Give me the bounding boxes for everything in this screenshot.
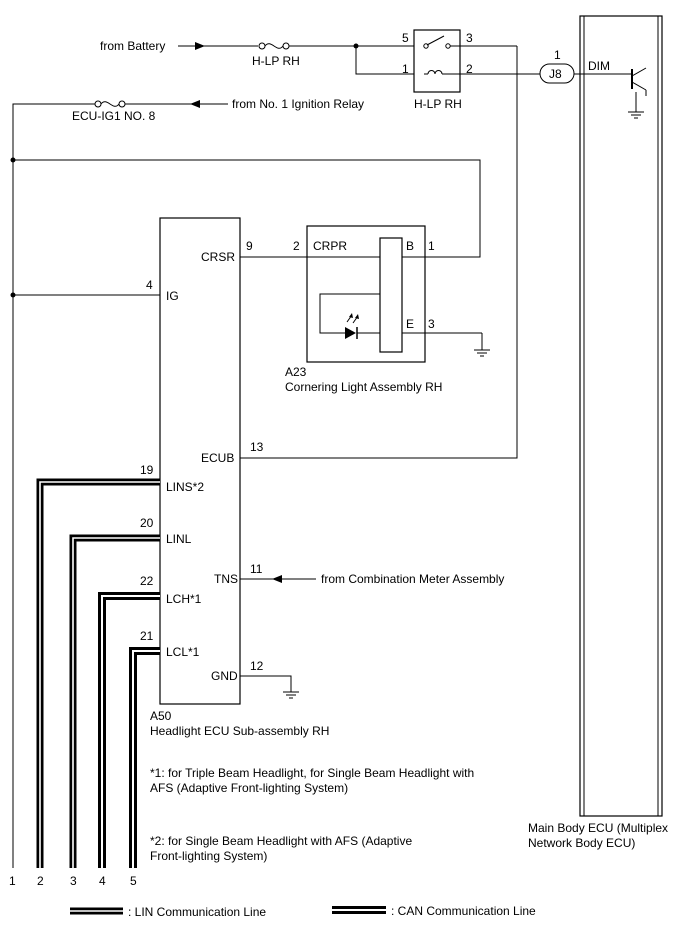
ground-icon	[283, 691, 299, 699]
dim-label: DIM	[588, 59, 610, 73]
bottom-number-2: 2	[37, 874, 44, 888]
relay-pin-3: 3	[466, 31, 473, 45]
pin-label-tns: TNS	[214, 572, 238, 586]
cornering-light-module	[379, 237, 403, 353]
transistor-icon	[631, 67, 647, 112]
crpr-label: CRPR	[313, 239, 347, 253]
junction-j8-label: J8	[549, 67, 562, 81]
led-icon	[345, 313, 380, 339]
relay-switch-icon	[423, 35, 451, 49]
pin-label-crsr: CRSR	[201, 250, 235, 264]
headlight-ecu-box	[159, 217, 241, 705]
e-label: E	[406, 317, 414, 331]
ground-icon	[474, 349, 490, 357]
from-ignition-relay-label: from No. 1 Ignition Relay	[232, 97, 364, 111]
pin-label-lins: LINS*2	[166, 480, 204, 494]
fuse-hlp-label: H-LP RH	[252, 54, 300, 68]
main-body-ecu-box	[579, 15, 663, 817]
pin-num-gnd: 12	[250, 659, 264, 673]
main-body-ecu-label-line2: Network Body ECU)	[528, 836, 635, 850]
legend-can-label: : CAN Communication Line	[391, 904, 536, 918]
fuse-icon	[94, 100, 126, 108]
relay-pin-1: 1	[402, 62, 409, 76]
fuse-ecu-ig1-label: ECU-IG1 NO. 8	[72, 109, 156, 123]
bottom-number-1: 1	[9, 874, 16, 888]
pin-num-ig: 4	[146, 278, 153, 292]
pin-num-ecub: 13	[250, 440, 264, 454]
from-combination-meter-label: from Combination Meter Assembly	[321, 572, 504, 586]
from-battery-label: from Battery	[100, 39, 165, 53]
pin-label-gnd: GND	[211, 669, 238, 683]
arrow-right-icon	[195, 42, 205, 50]
pin-label-lch: LCH*1	[166, 592, 202, 606]
pin-num-linl: 20	[140, 516, 154, 530]
relay-label: H-LP RH	[414, 97, 462, 111]
ecu-label-name: Headlight ECU Sub-assembly RH	[150, 724, 329, 738]
note-1-line2: AFS (Adaptive Front-lighting System)	[150, 781, 348, 795]
ecu-label-id: A50	[150, 709, 172, 723]
b-label: B	[406, 239, 414, 253]
pin-label-ig: IG	[166, 289, 179, 303]
note-2-line2: Front-lighting System)	[150, 849, 267, 863]
bottom-number-3: 3	[70, 874, 77, 888]
junction-j8-pin: 1	[554, 48, 561, 62]
relay-pin-2: 2	[466, 62, 473, 76]
arrow-left-icon	[272, 575, 282, 583]
cornering-light-name: Cornering Light Assembly RH	[285, 380, 442, 394]
pin-num-lch: 22	[140, 574, 154, 588]
relay-coil-icon	[424, 70, 460, 75]
bottom-number-5: 5	[130, 874, 137, 888]
legend-lin-label: : LIN Communication Line	[128, 905, 266, 919]
cornering-light-id: A23	[285, 365, 307, 379]
relay-box	[413, 29, 461, 93]
bottom-number-4: 4	[99, 874, 106, 888]
ground-icon	[628, 111, 644, 119]
pin-label-lcl: LCL*1	[166, 645, 200, 659]
b-pin: 1	[428, 239, 435, 253]
e-pin: 3	[428, 317, 435, 331]
pin-label-ecub: ECUB	[201, 451, 234, 465]
arrow-left-icon	[190, 100, 200, 108]
relay-pin-5: 5	[402, 31, 409, 45]
note-2-line1: *2: for Single Beam Headlight with AFS (…	[150, 834, 412, 848]
fuse-icon	[258, 42, 290, 50]
crpr-pin: 2	[293, 239, 300, 253]
main-body-ecu-label-line1: Main Body ECU (Multiplex	[528, 821, 668, 835]
pin-num-tns: 11	[250, 562, 263, 576]
pin-num-lcl: 21	[140, 629, 154, 643]
pin-num-lins: 19	[140, 463, 154, 477]
pin-num-crsr: 9	[246, 239, 253, 253]
note-1-line1: *1: for Triple Beam Headlight, for Singl…	[150, 766, 474, 780]
pin-label-linl: LINL	[166, 532, 192, 546]
